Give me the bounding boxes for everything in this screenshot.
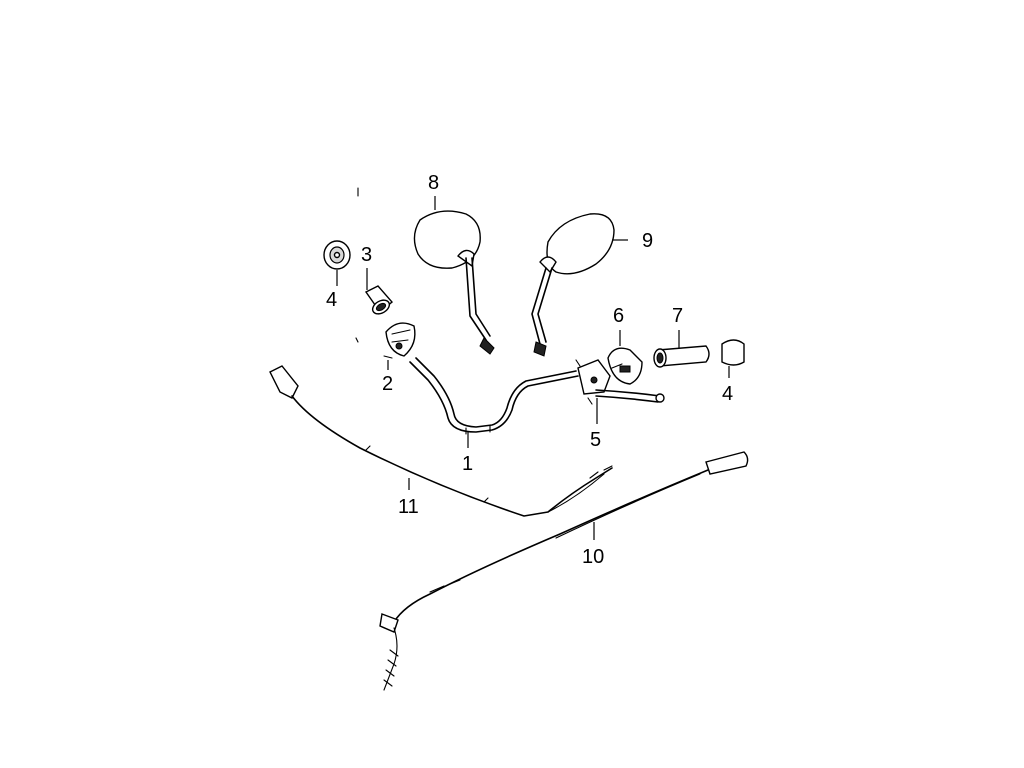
callout-6: 6 [613,305,624,327]
bar-end-weight-right [721,339,745,366]
leader-lines [336,196,730,540]
callout-9: 9 [642,230,653,252]
throttle-cable [269,365,613,517]
mirror-left [413,210,495,355]
throttle-sleeve [357,187,393,315]
grip [653,345,710,368]
right-switch-housing [355,322,416,359]
callout-2: 2 [382,373,393,395]
bar-end-weight-left [323,240,351,270]
callout-5: 5 [590,429,601,451]
callout-4-right: 4 [722,383,733,405]
handlebar [409,357,579,435]
callout-3: 3 [361,244,372,266]
left-switch-housing [607,347,643,385]
brake-lever-assembly [575,359,665,405]
callout-1: 1 [462,453,473,475]
callout-7: 7 [672,305,683,327]
callout-11: 11 [398,496,419,518]
mirror-right [531,213,615,357]
callout-10: 10 [582,546,604,568]
callout-4-left: 4 [326,289,337,311]
control-cable [379,451,749,691]
callout-8: 8 [428,172,439,194]
